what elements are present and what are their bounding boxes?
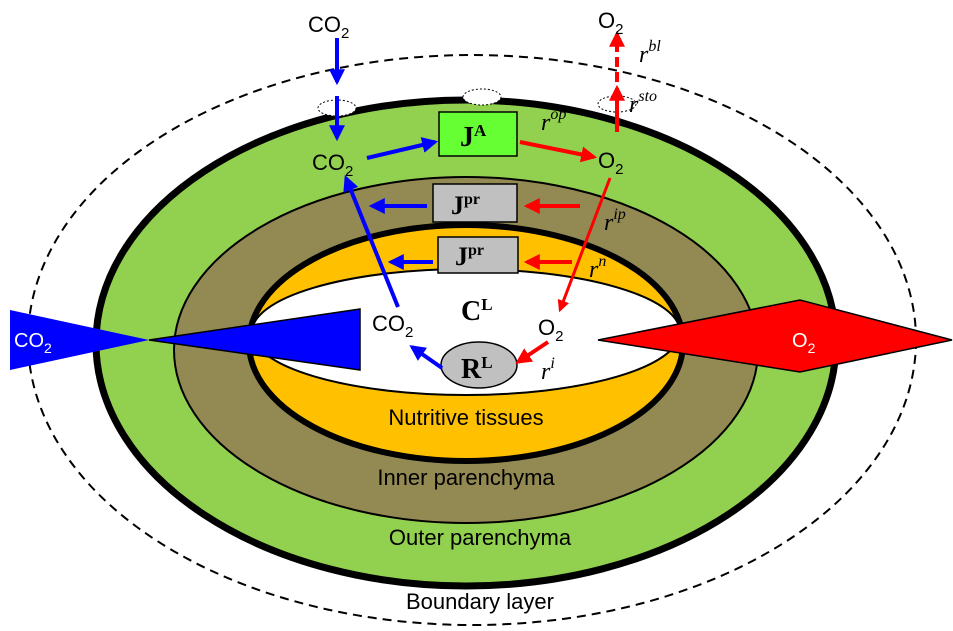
- inner-parenchyma-label: Inner parenchyma: [377, 465, 555, 490]
- cl-label: CL: [461, 295, 493, 327]
- o2-exchange-shape: [597, 299, 953, 373]
- stoma-center: [462, 88, 502, 106]
- r-sto-label: rsto: [629, 88, 657, 118]
- co2-label-core: CO2: [372, 311, 413, 341]
- ja-to-o2-arrow: [519, 140, 598, 163]
- co2-to-ja-arrow: [366, 137, 439, 160]
- r-bl-label: rbl: [639, 38, 661, 68]
- r-n-label: rn: [589, 253, 606, 283]
- ja-box: [438, 111, 518, 157]
- co2-exchange-label: CO2: [14, 330, 52, 356]
- nutritive-tissues-label: Nutritive tissues: [388, 405, 543, 430]
- rl-label: RL: [461, 353, 493, 385]
- rl-co2-arrow: [409, 345, 444, 370]
- o2-label-top: O2: [598, 8, 623, 38]
- o2-label-core: O2: [538, 315, 563, 345]
- o2-label-surface: O2: [598, 148, 623, 178]
- o2-exchange-label: O2: [792, 330, 816, 356]
- jpr-outer-label: Jpr: [451, 191, 480, 220]
- co2-label-top: CO2: [308, 12, 349, 42]
- co2-exchange-shape-right: [148, 308, 361, 371]
- boundary-layer-label: Boundary layer: [406, 589, 554, 614]
- o2-surface-to-core-arrow: [557, 177, 612, 313]
- r-ip-label: rip: [604, 206, 626, 236]
- co2-label-surface: CO2: [312, 150, 353, 180]
- r-op-label: rop: [541, 106, 566, 136]
- jpr-outer-box: [432, 183, 518, 223]
- jpr-inner-box: [437, 236, 519, 274]
- outer-parenchyma-label: Outer parenchyma: [389, 525, 572, 550]
- ja-label: JA: [460, 121, 487, 153]
- co2-core-to-surface-arrow: [343, 175, 400, 308]
- o2-to-rl-arrow: [515, 340, 550, 364]
- r-i-label: ri: [541, 355, 555, 385]
- jpr-inner-label: Jpr: [455, 242, 484, 271]
- co2-exchange-shape: [10, 310, 149, 370]
